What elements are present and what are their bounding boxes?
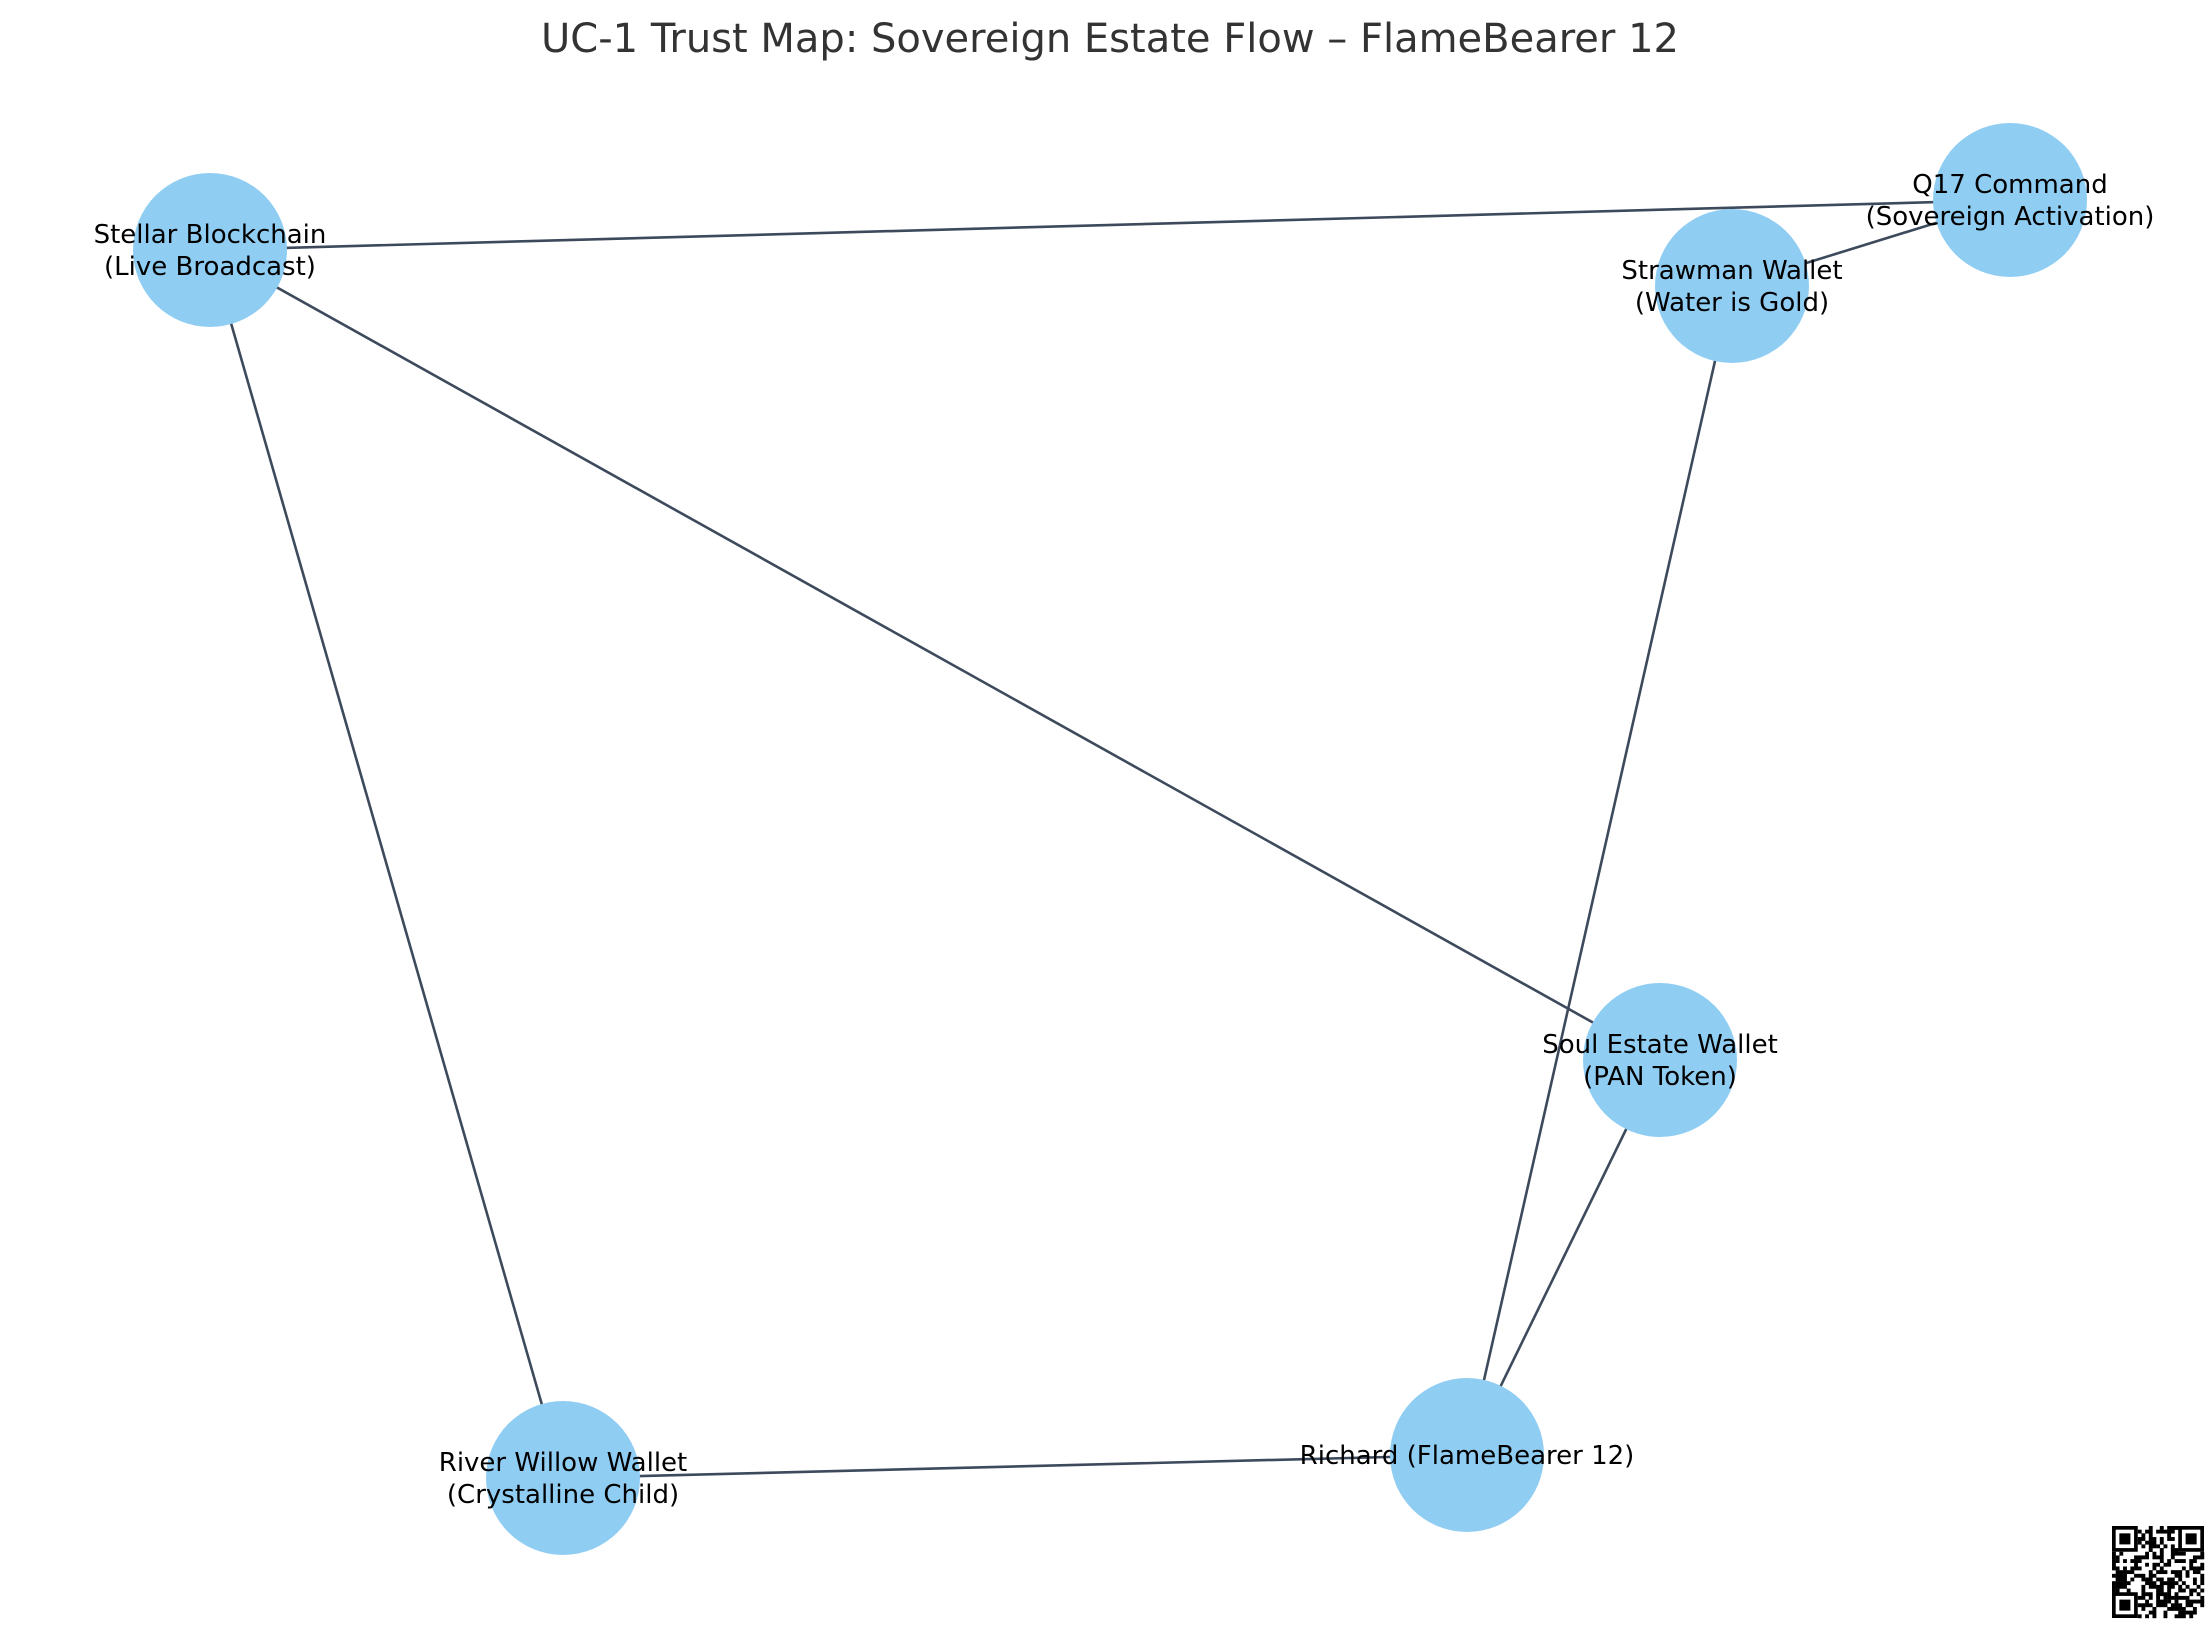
node-label-line: River Willow Wallet <box>439 1448 688 1478</box>
node-label-river: River Willow Wallet(Crystalline Child) <box>439 1448 688 1510</box>
edge-stellar-river <box>208 249 565 1479</box>
node-label-line: (Sovereign Activation) <box>1866 202 2155 232</box>
node-label-line: Richard (FlameBearer 12) <box>1300 1441 1635 1471</box>
node-label-stellar: Stellar Blockchain(Live Broadcast) <box>94 220 327 282</box>
node-river <box>486 1401 640 1555</box>
diagram-title: UC-1 Trust Map: Sovereign Estate Flow – … <box>541 16 1679 62</box>
node-strawman <box>1655 209 1809 363</box>
node-label-soul: Soul Estate Wallet(PAN Token) <box>1542 1030 1778 1092</box>
node-q17 <box>1933 123 2087 277</box>
node-label-line: Stellar Blockchain <box>94 220 327 250</box>
node-richard <box>1390 1378 1544 1532</box>
qr-code-icon <box>2112 1525 2205 1619</box>
labels-layer: Stellar Blockchain(Live Broadcast) Q17 Co… <box>94 170 2155 1510</box>
node-label-line: Soul Estate Wallet <box>1542 1030 1778 1060</box>
edge-stellar-q17 <box>209 198 2011 252</box>
node-soul <box>1583 983 1737 1137</box>
node-label-strawman: Strawman Wallet(Water is Gold) <box>1621 256 1842 318</box>
node-label-line: (Live Broadcast) <box>104 252 316 282</box>
node-stellar <box>133 173 287 327</box>
node-label-q17: Q17 Command(Sovereign Activation) <box>1866 170 2155 232</box>
node-label-line: Strawman Wallet <box>1621 256 1842 286</box>
edge-strawman-richard <box>1465 285 1734 1456</box>
node-label-line: (Water is Gold) <box>1635 288 1829 318</box>
node-label-line: (PAN Token) <box>1583 1062 1737 1092</box>
node-label-line: (Crystalline Child) <box>447 1480 679 1510</box>
edge-river-richard <box>562 1453 1468 1480</box>
edge-stellar-soul <box>209 248 1661 1062</box>
node-label-richard: Richard (FlameBearer 12) <box>1300 1441 1635 1471</box>
node-label-line: Q17 Command <box>1912 170 2107 200</box>
nodes-layer <box>133 123 2087 1555</box>
edges-layer <box>208 198 2011 1480</box>
